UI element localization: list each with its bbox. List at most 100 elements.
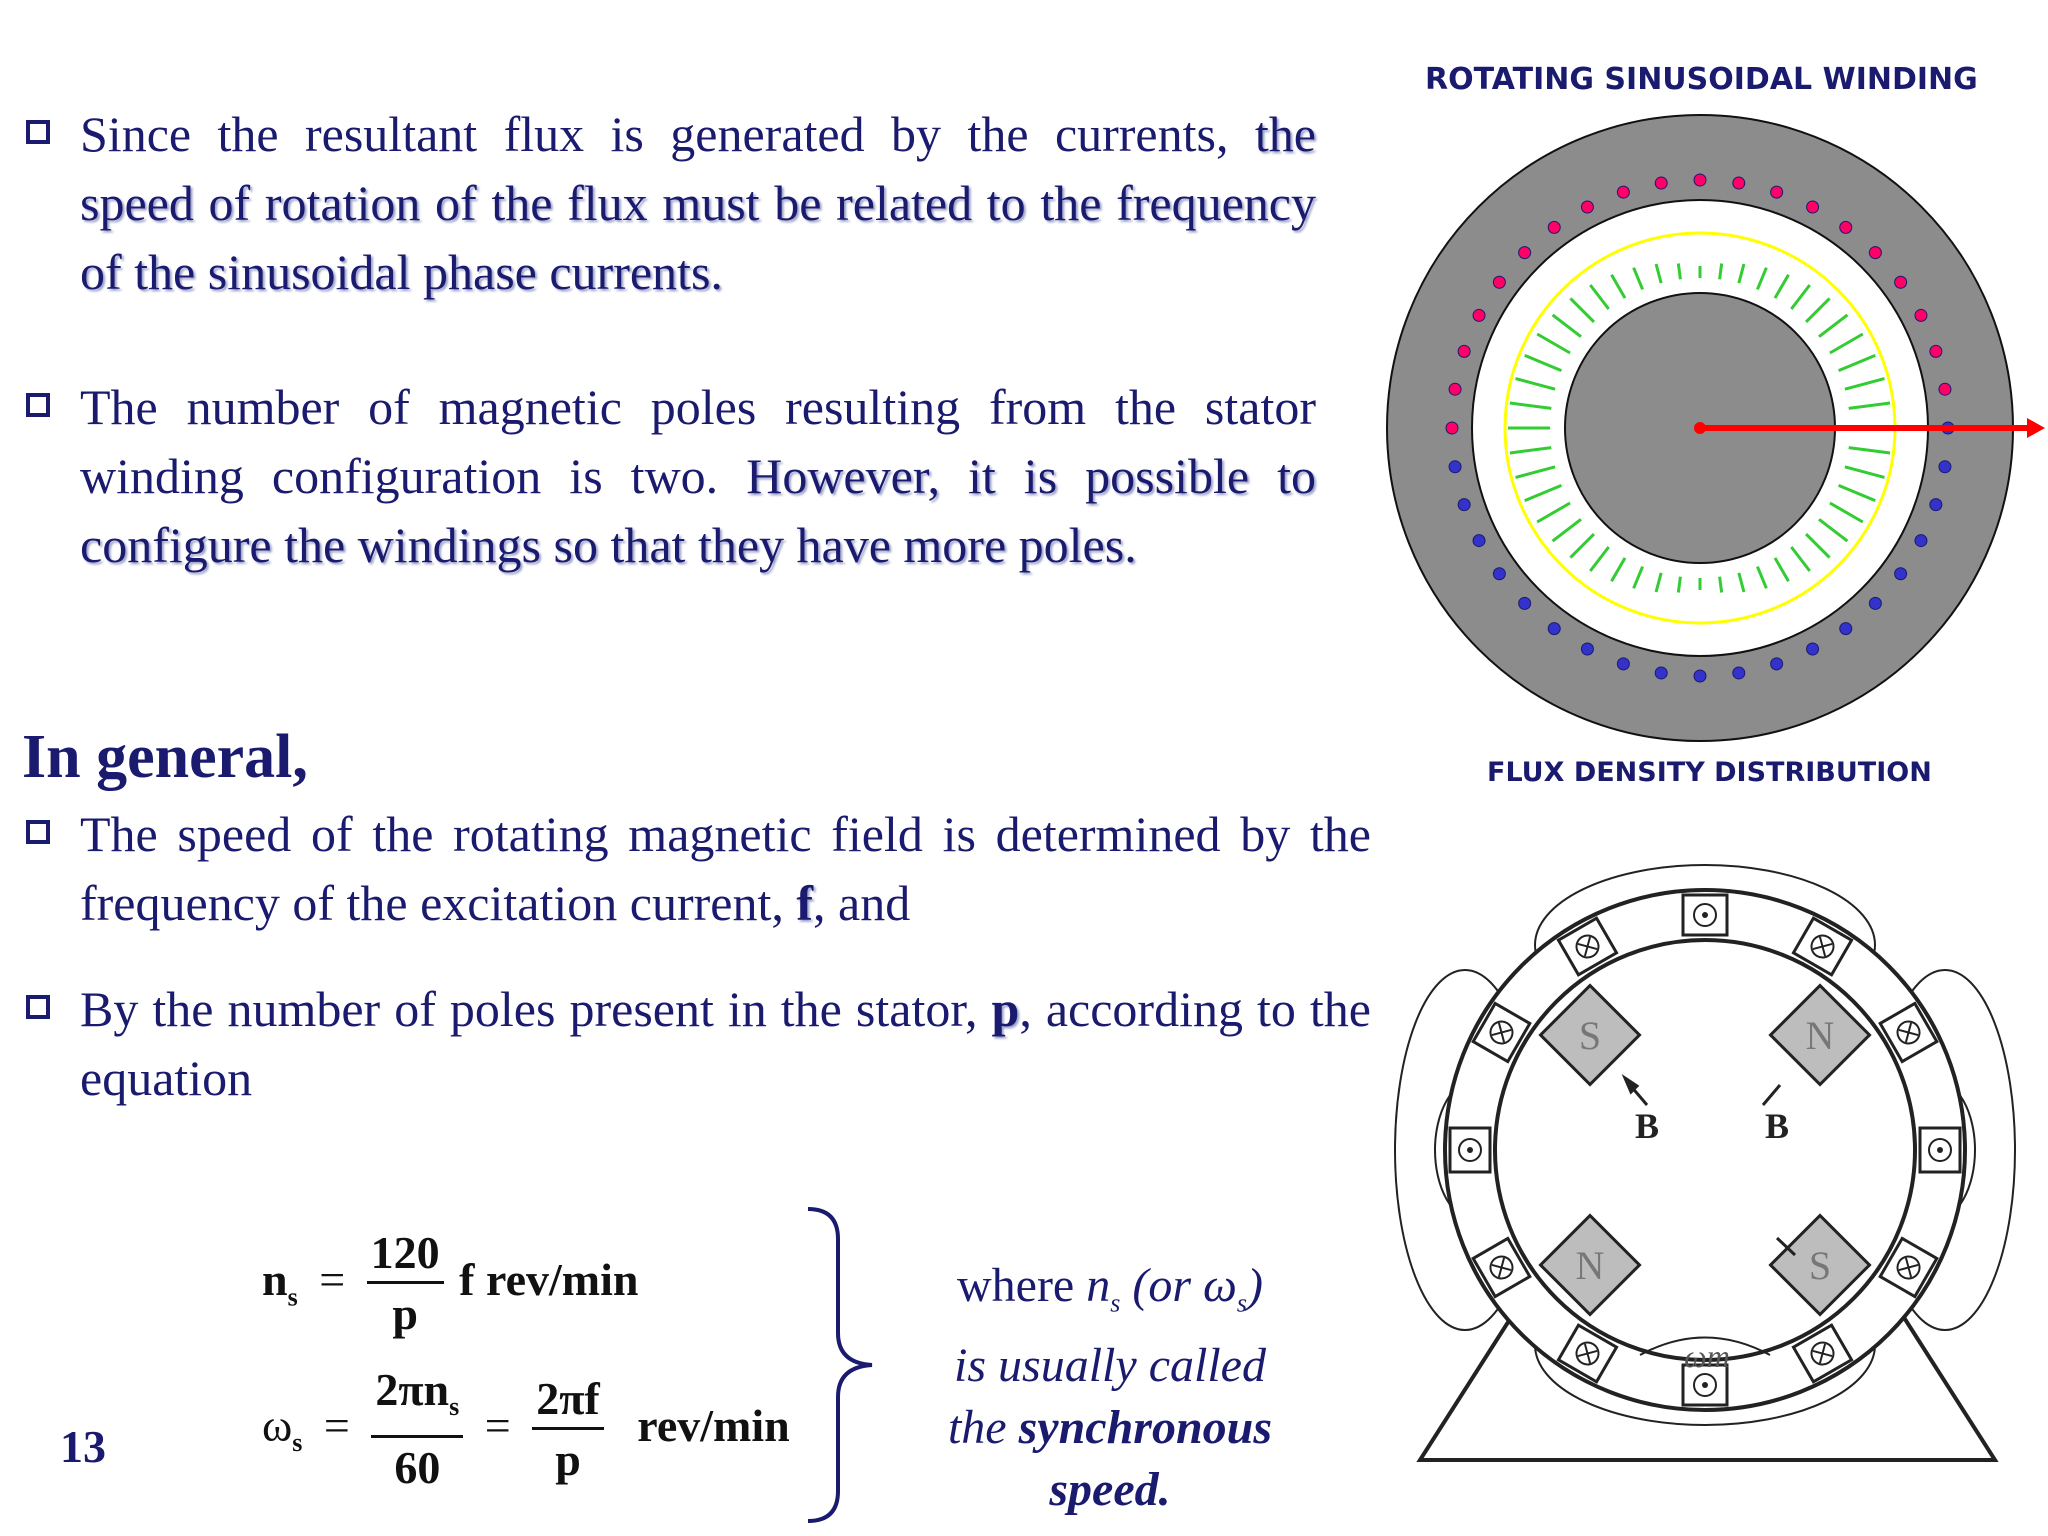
stator-slot (1878, 1236, 1939, 1299)
stator-slot (1918, 1126, 1962, 1174)
conductor-dot (1929, 498, 1943, 512)
conductor-dot (1472, 534, 1486, 548)
conductor-dot (1806, 642, 1820, 656)
field-arrow (1509, 446, 1552, 455)
field-arrow (1805, 297, 1831, 323)
field-arrow (1589, 284, 1610, 310)
conductor-dot (1732, 176, 1746, 190)
conductor-dots (1445, 173, 1955, 683)
checkbox-bullet-icon (26, 120, 50, 144)
field-arrow (1829, 501, 1864, 524)
conductor-dot (1839, 220, 1853, 234)
field-arrows (1508, 263, 1892, 593)
conductor-dot (1929, 344, 1943, 358)
field-arrow (1632, 566, 1644, 589)
field-arrow (1773, 557, 1790, 583)
pole-label: N (1806, 1013, 1835, 1058)
pole-label: S (1809, 1243, 1831, 1288)
conductor-dot (1654, 176, 1668, 190)
pole-label: N (1576, 1243, 1605, 1288)
conductor-dot (1518, 246, 1532, 260)
conductor-dot (1492, 567, 1506, 581)
conductor-dot (1547, 622, 1561, 636)
bullet-4: By the number of poles present in the st… (26, 975, 1371, 1113)
bullet-1-text: Since the resultant flux is generated by… (80, 106, 1316, 300)
bullet-1: Since the resultant flux is generated by… (26, 100, 1316, 307)
right-brace (807, 1207, 873, 1523)
field-arrow (1551, 518, 1582, 543)
field-arrow (1589, 546, 1610, 572)
field-arrow (1569, 297, 1595, 323)
bullet-4-text: By the number of poles present in the st… (80, 981, 1371, 1106)
field-arrow (1838, 354, 1876, 372)
stator-slot (1471, 1001, 1532, 1064)
conductor-dot (1457, 344, 1471, 358)
field-arrow (1676, 576, 1682, 593)
stator-slot (1556, 916, 1619, 977)
conductor-dot (1518, 596, 1532, 610)
stator-slot (1681, 1363, 1729, 1407)
figure-caption: FLUX DENSITY DISTRIBUTION (1487, 757, 1932, 788)
field-arrow (1805, 533, 1831, 559)
conductor-dot (1806, 200, 1820, 214)
flux-arrowhead-icon (2027, 418, 2045, 438)
equation-ns: ns = 120 p f rev/min (262, 1225, 638, 1344)
conductor-dot (1914, 534, 1928, 548)
field-arrow (1790, 284, 1811, 310)
conductor-dot (1693, 173, 1707, 187)
stator-slot (1556, 1323, 1619, 1384)
field-arrow (1509, 401, 1552, 410)
field-arrow (1515, 465, 1556, 479)
conductor-dot (1580, 200, 1594, 214)
field-arrow (1676, 263, 1682, 280)
stator-slot (1681, 893, 1729, 937)
field-arrow (1844, 377, 1885, 391)
fraction-2pins-over-60: 2πns 60 (371, 1362, 464, 1498)
four-pole-stator-diagram: S N N S B B ωm (1394, 864, 2016, 1462)
conductor-dot (1616, 185, 1630, 199)
bullet-2: The number of magnetic poles resulting f… (26, 373, 1316, 580)
field-arrow (1756, 566, 1768, 589)
pole-pieces (1538, 983, 1872, 1317)
field-arrow (1718, 263, 1724, 280)
field-arrow (1848, 446, 1891, 455)
conductor-dot (1547, 220, 1561, 234)
field-arrow (1756, 267, 1768, 290)
conductor-dot (1770, 657, 1784, 671)
stator-slot (1448, 1126, 1492, 1174)
field-arrow (1737, 263, 1746, 284)
conductor-dot (1445, 421, 1459, 435)
conductor-dot (1770, 185, 1784, 199)
conductor-dot (1492, 275, 1506, 289)
field-arrow (1844, 465, 1885, 479)
checkbox-bullet-icon (26, 820, 50, 844)
stator-slots (1448, 893, 1962, 1407)
bullet-3: The speed of the rotating magnetic field… (26, 800, 1371, 938)
field-arrow (1536, 332, 1571, 355)
field-arrow (1654, 572, 1663, 593)
section-heading: In general, (22, 723, 308, 791)
conductor-dot (1693, 669, 1707, 683)
stator-slot (1878, 1001, 1939, 1064)
conductor-dot (1732, 666, 1746, 680)
field-arrow (1610, 273, 1627, 299)
field-arrow (1524, 484, 1562, 502)
field-arrow (1718, 576, 1724, 593)
b-label: B (1635, 1106, 1659, 1146)
pole-label: S (1579, 1013, 1601, 1058)
fraction-120-over-p: 120 p (366, 1225, 444, 1344)
stator-slot (1791, 916, 1854, 977)
b-label: B (1765, 1106, 1789, 1146)
field-arrow (1790, 546, 1811, 572)
field-arrow (1818, 518, 1849, 543)
bullet-2-text: The number of magnetic poles resulting f… (80, 379, 1316, 573)
bullet-3-text: The speed of the rotating magnetic field… (80, 806, 1371, 931)
field-arrow (1838, 484, 1876, 502)
synchronous-speed-note: where ns (or ωs) is usually called the s… (947, 1259, 1273, 1516)
conductor-dot (1654, 666, 1668, 680)
conductor-dot (1457, 498, 1471, 512)
field-arrow (1632, 267, 1644, 290)
conductor-dot (1616, 657, 1630, 671)
equation-ws: ωs = 2πns 60 = 2πf p rev/min (262, 1362, 790, 1498)
field-arrow (1569, 533, 1595, 559)
